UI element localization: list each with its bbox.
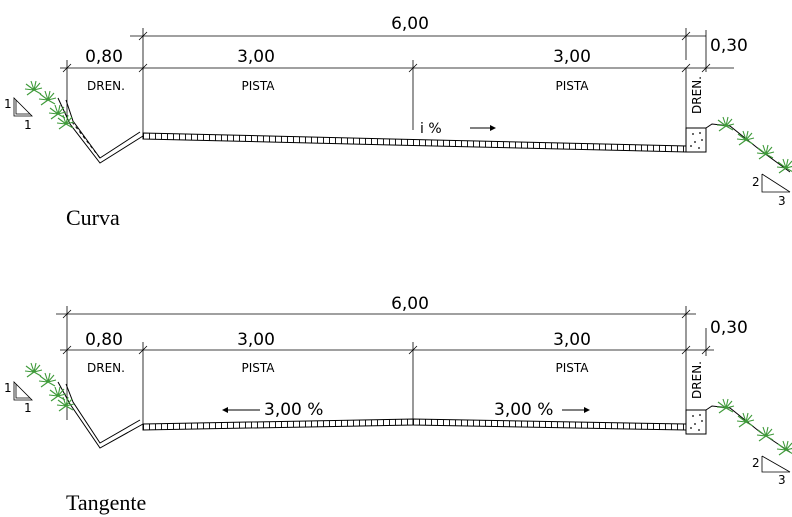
cross-slope-label: i % [420,121,442,137]
section-curva: 6,00 0,80 3,00 3,00 0,30 DREN. PISTA PIS… [4,14,792,230]
right-curb [685,123,791,173]
lane-left-width: 3,00 [237,47,275,67]
drain-left-width: 0,80 [85,330,123,350]
segment-dimension-line [60,30,734,150]
section-title: Curva [66,205,120,230]
total-dimension-line [130,28,706,70]
slope-ratio-right-v: 2 [752,456,760,470]
total-dimension: 6,00 [391,294,429,314]
drain-left-label: DREN. [87,361,125,375]
drain-right-width: 0,30 [710,36,748,56]
drain-right-label: DREN. [690,361,704,399]
drain-left-label: DREN. [87,79,125,93]
drain-right-width: 0,30 [710,318,748,338]
lane-right-width: 3,00 [553,330,591,350]
drain-right-label: DREN. [690,76,704,114]
section-tangente: 6,00 0,80 3,00 3,00 0,30 DREN. PISTA PIS… [4,294,792,515]
cross-slope-left-label: 3,00 % [264,400,323,420]
slope-ratio-left-h: 1 [24,118,32,132]
pavement-slab-left [142,418,414,431]
slope-arrow-right [562,407,590,413]
lane-left-label: PISTA [242,79,276,93]
slope-ratio-left-h: 1 [24,401,32,415]
lane-left-label: PISTA [242,361,276,375]
lane-right-label: PISTA [556,79,590,93]
slope-ratio-right [761,173,791,193]
slope-ratio-right-h: 3 [778,473,786,487]
slope-arrow-left [222,407,260,413]
total-dimension-line [56,306,696,420]
cross-slope-right-label: 3,00 % [494,400,553,420]
slope-ratio-left [13,97,33,117]
slope-ratio-left-v: 1 [4,97,12,111]
slope-ratio-right-v: 2 [752,175,760,189]
slope-arrow-right [470,125,496,131]
pavement-slab-right [412,418,687,431]
right-curb [685,405,791,453]
slope-ratio-left [13,381,33,401]
total-dimension: 6,00 [391,14,429,34]
lane-right-width: 3,00 [553,47,591,67]
slope-ratio-left-v: 1 [4,381,12,395]
segment-dimension-line [60,328,714,425]
lane-right-label: PISTA [556,361,590,375]
ground-profile-left [57,97,144,164]
slope-ratio-right [761,455,791,473]
lane-left-width: 3,00 [237,330,275,350]
drain-left-width: 0,80 [85,47,123,67]
pavement-slab [142,132,687,153]
slope-ratio-right-h: 3 [778,194,786,208]
ground-profile-left [57,381,144,449]
section-title: Tangente [66,490,146,515]
